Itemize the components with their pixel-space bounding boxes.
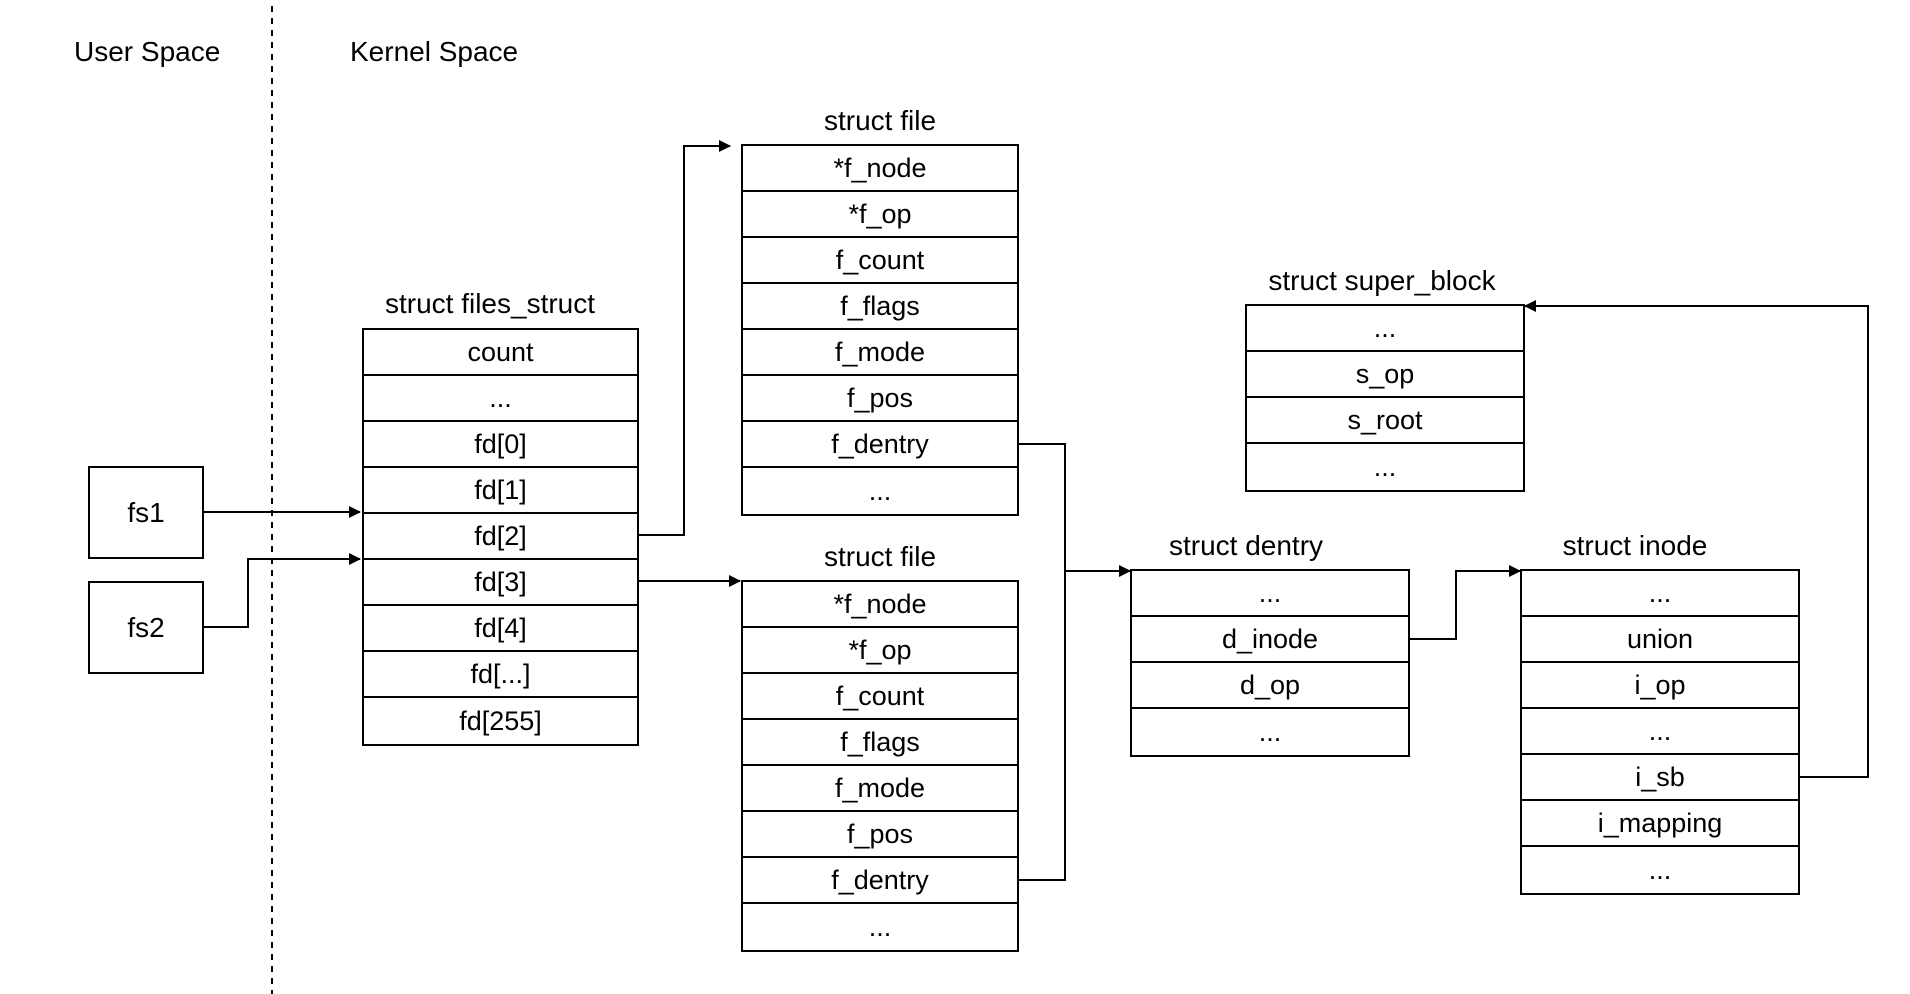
file-field: *f_op	[743, 192, 1017, 238]
file-top-title: struct file	[823, 105, 937, 136]
file-bottom-title: struct file	[823, 541, 937, 572]
inode-field: ...	[1648, 854, 1672, 885]
file-field: ...	[868, 475, 892, 506]
files-struct-field: fd[2]	[364, 514, 637, 560]
inode-table: ... union i_op ... i_sb i_mapping ...	[1520, 569, 1800, 895]
file-field: f_pos	[743, 812, 1017, 858]
file-top-table: *f_node *f_op f_count f_flags f_mode f_p…	[741, 144, 1019, 516]
inode-field: i_op	[1522, 663, 1798, 709]
arrow-d-inode-to-inode	[1410, 565, 1521, 640]
file-field: f_mode	[743, 766, 1017, 812]
super-block-field: ...	[1247, 306, 1523, 352]
arrow-fd2-to-file-top	[638, 140, 731, 536]
file-bottom-table: *f_node *f_op f_count f_flags f_mode f_p…	[741, 580, 1019, 952]
files-struct-field: ...	[364, 376, 637, 422]
file-field: f_dentry	[743, 422, 1017, 468]
dentry-field: ...	[1258, 716, 1282, 747]
user-space-label: User Space	[74, 36, 221, 67]
super-block-table: ... s_op s_root ...	[1245, 304, 1525, 492]
super-block-title: struct super_block	[1268, 265, 1496, 296]
arrow-fs2-to-fd2	[203, 553, 361, 628]
inode-field: i_sb	[1522, 755, 1798, 801]
file-field: f_dentry	[743, 858, 1017, 904]
files-struct-field: fd[3]	[364, 560, 637, 606]
arrow-i-sb-to-super-block	[1524, 300, 1869, 778]
inode-title: struct inode	[1562, 530, 1708, 561]
files-struct-table: count ... fd[0] fd[1] fd[2] fd[3] fd[4] …	[362, 328, 639, 746]
file-field: f_count	[743, 238, 1017, 284]
dentry-field: ...	[1132, 571, 1408, 617]
fs2-box: fs2	[88, 581, 204, 674]
file-field: f_flags	[743, 284, 1017, 330]
dentry-field: d_inode	[1132, 617, 1408, 663]
file-field: f_count	[743, 674, 1017, 720]
files-struct-field: fd[4]	[364, 606, 637, 652]
file-field: f_mode	[743, 330, 1017, 376]
file-field: *f_op	[743, 628, 1017, 674]
fs1-box: fs1	[88, 466, 204, 559]
super-block-field: s_root	[1247, 398, 1523, 444]
file-field: f_flags	[743, 720, 1017, 766]
files-struct-field: fd[0]	[364, 422, 637, 468]
file-field: *f_node	[743, 582, 1017, 628]
files-struct-title: struct files_struct	[384, 288, 596, 319]
files-struct-field: fd[...]	[364, 652, 637, 698]
inode-field: ...	[1522, 709, 1798, 755]
dentry-table: ... d_inode d_op ...	[1130, 569, 1410, 757]
inode-field: i_mapping	[1522, 801, 1798, 847]
kernel-space-label: Kernel Space	[350, 36, 519, 67]
super-block-field: ...	[1373, 451, 1397, 482]
arrow-file-top-dentry-to-dentry	[1019, 443, 1131, 577]
file-field: f_pos	[743, 376, 1017, 422]
files-struct-field: fd[1]	[364, 468, 637, 514]
file-field: *f_node	[743, 146, 1017, 192]
super-block-field: s_op	[1247, 352, 1523, 398]
dentry-field: d_op	[1132, 663, 1408, 709]
inode-field: union	[1522, 617, 1798, 663]
files-struct-field: count	[364, 330, 637, 376]
dentry-title: struct dentry	[1168, 530, 1324, 561]
arrow-file-bottom-dentry-to-dentry	[1019, 571, 1066, 881]
inode-field: ...	[1522, 571, 1798, 617]
file-field: ...	[868, 911, 892, 942]
files-struct-field: fd[255]	[459, 705, 542, 736]
